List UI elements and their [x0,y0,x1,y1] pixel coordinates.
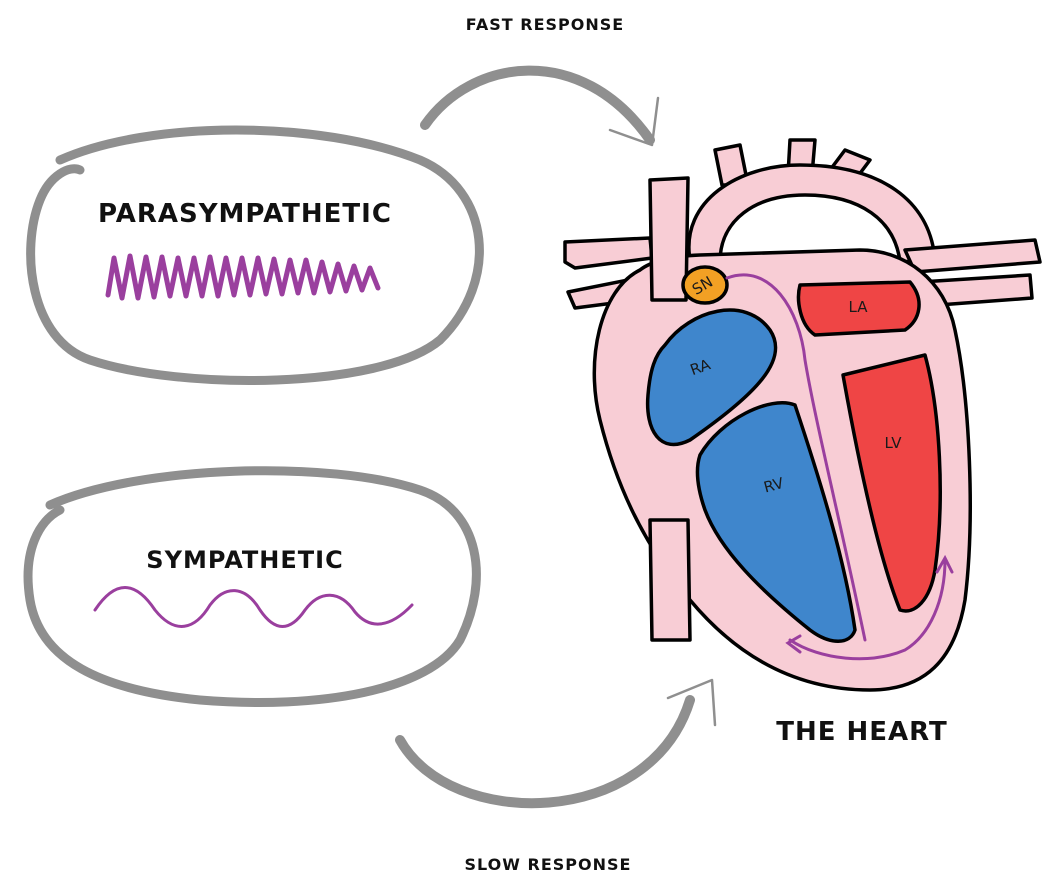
parasympathetic-label: PARASYMPATHETIC [98,199,392,229]
fast-response-label: FAST RESPONSE [466,15,624,34]
sympathetic-slow-wave [95,588,412,627]
chamber-label-lv: LV [885,434,903,452]
heart-title: THE HEART [776,717,948,747]
fast-response-arrow [425,71,658,145]
slow-response-arrow [400,680,715,803]
inferior-vena-cava [650,520,690,640]
slow-response-label: SLOW RESPONSE [465,855,632,874]
chamber-label-la: LA [849,298,869,316]
heart [565,140,1040,690]
parasympathetic-bubble [31,130,480,380]
sympathetic-label: SYMPATHETIC [146,546,343,574]
parasympathetic-fast-wave [108,256,378,298]
sympathetic-bubble [28,471,476,703]
